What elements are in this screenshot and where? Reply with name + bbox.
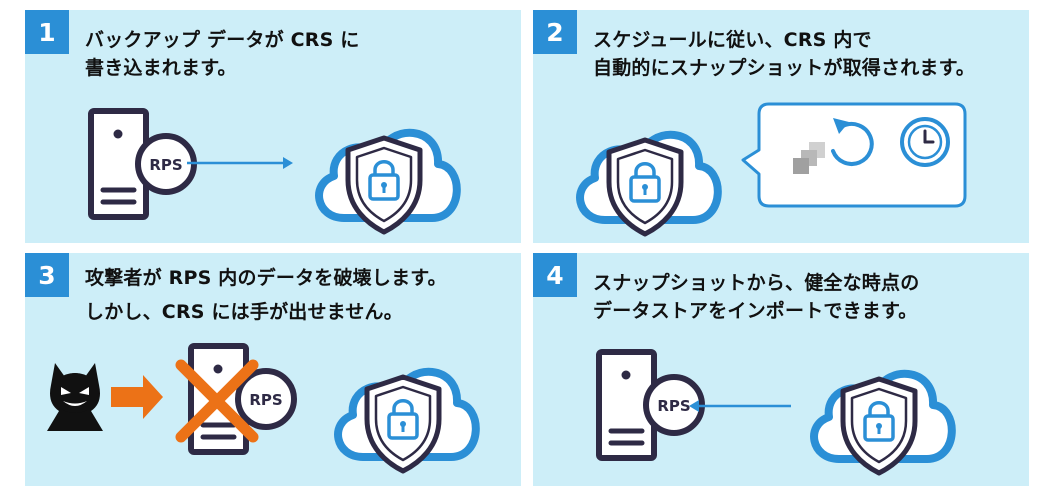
step-number-badge: 3 — [25, 253, 69, 297]
clock-icon — [900, 117, 950, 167]
refresh-icon — [831, 118, 874, 166]
attack-arrow-icon — [111, 375, 163, 419]
step-number-badge: 1 — [25, 10, 69, 54]
step-panel-3: 3 攻撃者が RPS 内のデータを破壊します。 しかし、CRS には手が出せませ… — [25, 253, 521, 486]
step-title: バックアップ データが CRS に 書き込まれます。 — [85, 26, 360, 82]
step-panel-4: 4 スナップショットから、健全な時点の データストアをインポートできます。 RP… — [533, 253, 1029, 486]
step-number-badge: 4 — [533, 253, 577, 297]
step-title-line-2: データストアをインポートできます。 — [593, 300, 918, 322]
cloud-icon — [319, 133, 457, 232]
step-title-line-1: バックアップ データが CRS に — [85, 29, 360, 51]
step-1-illustration: RPS — [25, 10, 521, 243]
step-title-line-2: 書き込まれます。 — [85, 57, 237, 79]
step-title-line-2: 自動的にスナップショットが取得されます。 — [593, 57, 976, 79]
step-3-illustration: RPS — [47, 253, 521, 486]
server-rps-label: RPS — [149, 156, 182, 174]
cross-icon — [175, 359, 259, 443]
step-panel-2: 2 スケジュールに従い、CRS 内で 自動的にスナップショットが取得されます。 — [533, 10, 1029, 243]
step-title: スナップショットから、健全な時点の データストアをインポートできます。 — [593, 269, 919, 325]
step-title-line-1: スナップショットから、健全な時点の — [593, 272, 920, 294]
snapshot-icon — [793, 142, 825, 174]
step-title-line-1: 攻撃者が RPS 内のデータを破壊します。 — [85, 267, 447, 289]
cloud-icon — [814, 374, 952, 473]
step-panel-1: 1 バックアップ データが CRS に 書き込まれます。 RPS — [25, 10, 521, 243]
server-rps-label: RPS — [249, 391, 282, 409]
arrow-icon — [689, 400, 791, 412]
step-2-illustration — [533, 102, 967, 243]
cloud-icon — [338, 372, 476, 471]
step-title: 攻撃者が RPS 内のデータを破壊します。 しかし、CRS には手が出せません。 — [85, 261, 447, 329]
step-4-illustration: RPS — [533, 253, 1029, 486]
arrow-icon — [187, 157, 293, 169]
step-number-badge: 2 — [533, 10, 577, 54]
server-rps-label: RPS — [657, 397, 690, 415]
attacker-icon — [47, 363, 103, 431]
cloud-icon — [580, 135, 718, 234]
step-title: スケジュールに従い、CRS 内で 自動的にスナップショットが取得されます。 — [593, 26, 975, 82]
step-title-line-1: スケジュールに従い、CRS 内で — [593, 29, 872, 51]
step-title-line-2: しかし、CRS には手が出せません。 — [85, 301, 403, 323]
